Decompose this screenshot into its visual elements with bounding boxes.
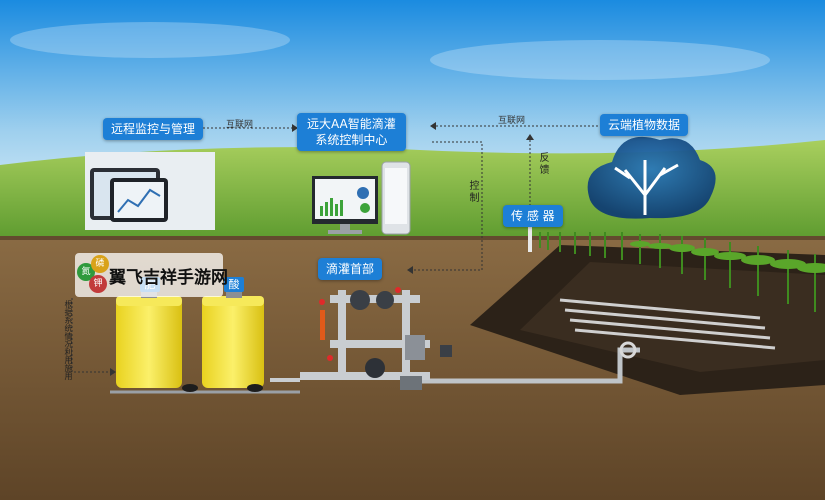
feedback-label: 反馈 bbox=[537, 152, 548, 176]
feed-note-label: 根据系统情况利用施用 bbox=[64, 300, 73, 380]
control-center-line1: 远大AA智能滴灌 bbox=[307, 117, 396, 131]
control-label: 控制 bbox=[467, 180, 478, 204]
nitrogen-badge: 氮 bbox=[77, 263, 95, 281]
control-center-line2: 系统控制中心 bbox=[315, 133, 388, 147]
potassium-badge: 钾 bbox=[89, 275, 107, 293]
watermark: 氮 磷 钾 翼飞吉祥手游网 bbox=[75, 253, 228, 297]
cloud-plant-data-label: 云端植物数据 bbox=[600, 114, 689, 136]
drip-head-label: 滴灌首部 bbox=[318, 258, 383, 280]
sensor-label: 传 感 器 bbox=[503, 205, 563, 227]
control-center-label: 远大AA智能滴灌 系统控制中心 bbox=[297, 113, 406, 151]
phosphorus-badge: 磷 bbox=[91, 255, 109, 273]
internet-left-label: 互联网 bbox=[226, 120, 254, 130]
remote-monitoring-label: 远程监控与管理 bbox=[103, 118, 204, 140]
watermark-text: 翼飞吉祥手游网 bbox=[109, 268, 228, 288]
acid-tank-label: 酸 bbox=[224, 277, 244, 292]
internet-right-label: 互联网 bbox=[498, 116, 526, 126]
